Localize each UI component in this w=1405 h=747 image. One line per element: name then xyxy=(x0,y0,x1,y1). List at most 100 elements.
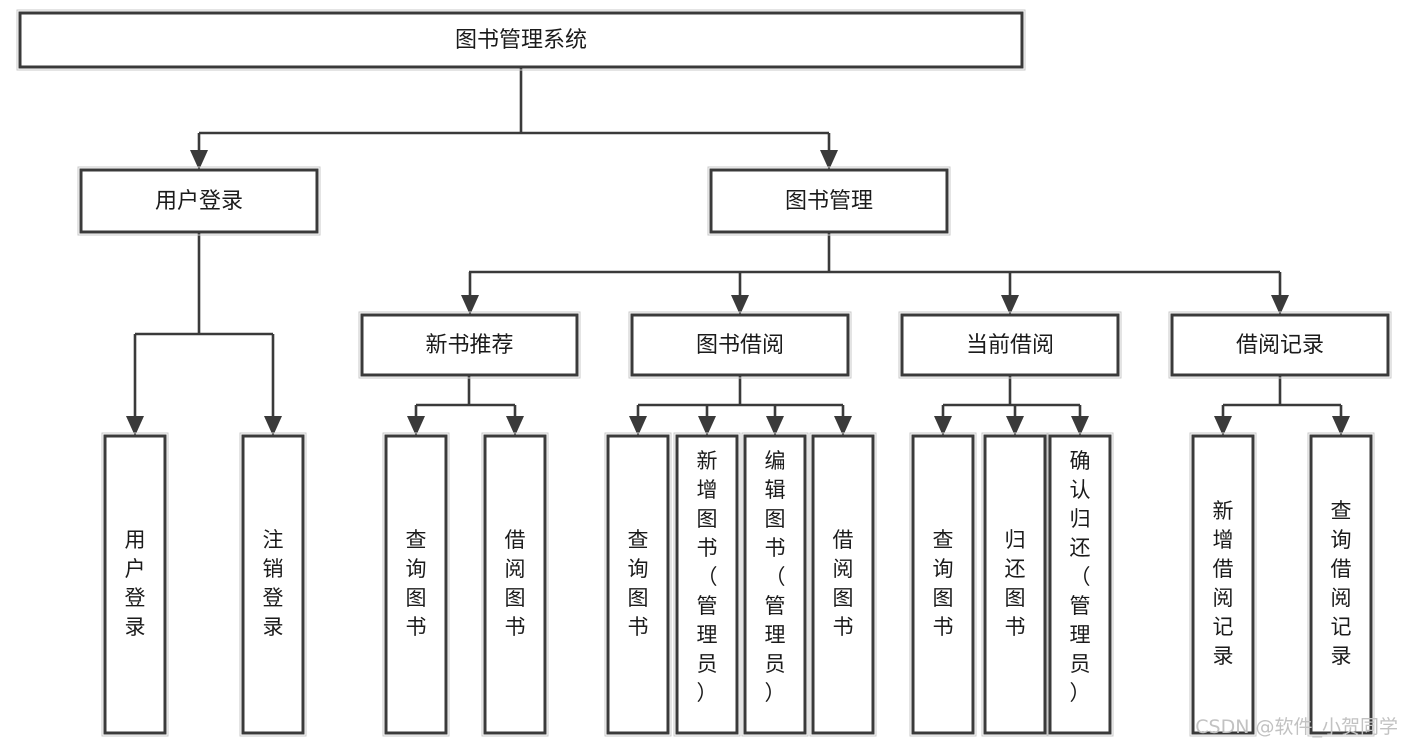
node-label-char: 录 xyxy=(1213,644,1234,668)
node-label: 图书管理系统 xyxy=(455,28,587,53)
node-box[interactable] xyxy=(675,434,739,735)
node-label-char: 书 xyxy=(765,536,786,560)
node-label-char: 新 xyxy=(697,449,718,473)
node-box[interactable] xyxy=(360,313,579,377)
connector-layer xyxy=(126,67,1350,436)
node-box[interactable] xyxy=(241,434,305,735)
node-label-char: 书 xyxy=(505,615,526,639)
node-label-char: 确 xyxy=(1070,449,1091,473)
node-label-char: 增 xyxy=(697,478,718,502)
node-label-char: 书 xyxy=(406,615,427,639)
node-box[interactable] xyxy=(743,434,807,735)
arrow-head-icon xyxy=(766,416,784,436)
node-label-char: 管 xyxy=(1070,594,1091,618)
node-label-char: 录 xyxy=(125,615,146,639)
node-label-char: 借 xyxy=(505,528,526,552)
node-level2-book-manage[interactable]: 图书管理 xyxy=(707,166,951,236)
node-label-char: 管 xyxy=(765,594,786,618)
node-label-char: 用 xyxy=(125,528,146,552)
node-label: 图书借阅 xyxy=(696,333,784,358)
node-box-shadow xyxy=(1168,311,1392,379)
connector-group xyxy=(461,232,1289,315)
node-label-char: 理 xyxy=(697,623,718,647)
node-label-char: 阅 xyxy=(505,557,526,581)
node-box[interactable] xyxy=(630,313,850,377)
connector-group xyxy=(126,232,282,436)
node-label-char: 辑 xyxy=(765,478,786,502)
node-box[interactable] xyxy=(900,313,1120,377)
arrow-head-icon xyxy=(461,295,479,315)
node-label-char: 借 xyxy=(1213,557,1234,581)
node-box[interactable] xyxy=(709,168,949,234)
node-box[interactable] xyxy=(983,434,1047,735)
node-label-char: ） xyxy=(1070,681,1091,705)
arrow-head-icon xyxy=(629,416,647,436)
node-label-char: 书 xyxy=(833,615,854,639)
node-level3-current-borrow[interactable]: 当前借阅 xyxy=(898,311,1122,379)
node-box-shadow xyxy=(604,432,672,737)
node-label-char: 书 xyxy=(1005,615,1026,639)
node-box-shadow xyxy=(77,166,321,236)
node-box[interactable] xyxy=(811,434,875,735)
arrow-head-icon xyxy=(1071,416,1089,436)
node-box-shadow xyxy=(481,432,549,737)
node-box[interactable] xyxy=(1048,434,1112,735)
node-label-char: 阅 xyxy=(1331,586,1352,610)
arrow-head-icon xyxy=(1271,295,1289,315)
node-level3-borrow-record[interactable]: 借阅记录 xyxy=(1168,311,1392,379)
node-label-char: 户 xyxy=(125,557,146,581)
arrow-head-icon xyxy=(820,150,838,170)
node-level3-new-book-recommend[interactable]: 新书推荐 xyxy=(358,311,581,379)
node-box[interactable] xyxy=(483,434,547,735)
node-label-char: 登 xyxy=(125,586,146,610)
node-label-char: 员 xyxy=(697,652,718,676)
arrow-head-icon xyxy=(1214,416,1232,436)
node-box[interactable] xyxy=(1191,434,1255,735)
node-level3-book-borrow[interactable]: 图书借阅 xyxy=(628,311,852,379)
node-box[interactable] xyxy=(79,168,319,234)
node-box[interactable] xyxy=(1309,434,1373,735)
node-label-char: 图 xyxy=(406,586,427,610)
node-box[interactable] xyxy=(18,11,1024,69)
arrow-head-icon xyxy=(834,416,852,436)
node-label-char: 询 xyxy=(933,557,954,581)
node-box[interactable] xyxy=(384,434,448,735)
node-root-root[interactable]: 图书管理系统 xyxy=(16,9,1026,71)
node-leaf-leaf-user-login[interactable]: 用户登录 xyxy=(101,432,169,737)
connector-group xyxy=(934,375,1089,436)
node-box-shadow xyxy=(741,432,809,737)
node-box[interactable] xyxy=(606,434,670,735)
arrow-head-icon xyxy=(190,150,208,170)
node-level2-user-login[interactable]: 用户登录 xyxy=(77,166,321,236)
connector-group xyxy=(1214,375,1350,436)
node-label-char: 查 xyxy=(628,528,649,552)
node-label: 新书推荐 xyxy=(425,333,513,358)
node-label-char: （ xyxy=(697,565,718,589)
node-label-char: 图 xyxy=(933,586,954,610)
csdn-watermark: CSDN @软件_小贺同学 xyxy=(1195,716,1398,738)
node-label-char: 记 xyxy=(1213,615,1234,639)
node-label-char: 归 xyxy=(1070,507,1091,531)
node-box[interactable] xyxy=(911,434,975,735)
node-box[interactable] xyxy=(1170,313,1390,377)
arrow-head-icon xyxy=(506,416,524,436)
node-box-shadow xyxy=(673,432,741,737)
node-label-char: 图 xyxy=(1005,586,1026,610)
node-label-char: 理 xyxy=(765,623,786,647)
node-box[interactable] xyxy=(103,434,167,735)
node-label-char: （ xyxy=(765,565,786,589)
node-box-shadow xyxy=(898,311,1122,379)
node-label-char: 借 xyxy=(833,528,854,552)
